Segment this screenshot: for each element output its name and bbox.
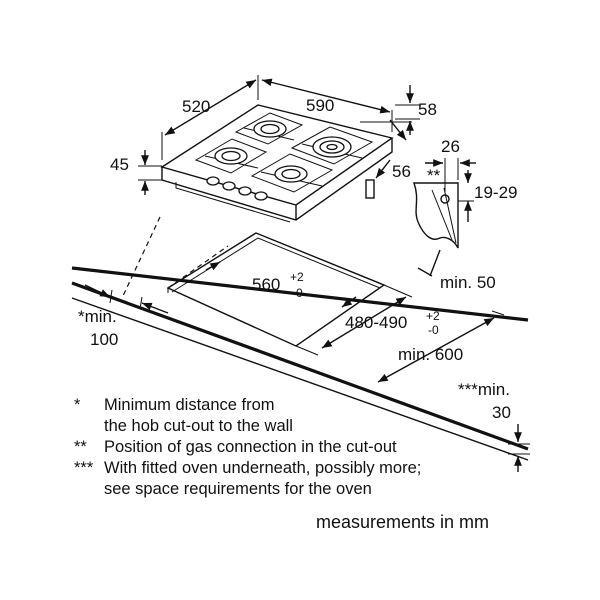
note-2-marker: ** bbox=[74, 438, 87, 456]
burner-rear-right-wok bbox=[312, 136, 352, 158]
control-knobs bbox=[206, 176, 268, 201]
dim-connection-height: 56 bbox=[392, 162, 411, 181]
burner-rear-left bbox=[253, 120, 287, 138]
gas-connection-marker bbox=[440, 194, 450, 204]
dim-cutout-width-tol-minus: -0 bbox=[292, 286, 303, 300]
burner-front-right bbox=[274, 165, 308, 183]
note-2-line-1: Position of gas connection in the cut-ou… bbox=[104, 438, 397, 456]
dim-cutout-depth-tol-minus: -0 bbox=[428, 323, 439, 337]
worktop-section-detail bbox=[413, 158, 476, 277]
dim-cutout-depth-tol-plus: +2 bbox=[426, 309, 440, 323]
worktop-dimension-lines bbox=[84, 261, 530, 472]
note-3-line-2: see space requirements for the oven bbox=[104, 480, 372, 498]
gas-connection-label: ** bbox=[427, 166, 441, 185]
dim-min-wall-value: 100 bbox=[90, 330, 118, 349]
dim-min-oven-label: ***min. bbox=[458, 380, 510, 399]
note-3-marker: *** bbox=[74, 459, 94, 477]
gas-connection-pipe bbox=[365, 179, 375, 199]
dim-gas-offset: 26 bbox=[441, 137, 460, 156]
dim-cutout-depth: 480-490 bbox=[345, 313, 407, 332]
dim-depth: 520 bbox=[182, 97, 210, 116]
dim-cutout-width: 560 bbox=[252, 275, 280, 294]
hob-drawing bbox=[160, 104, 394, 223]
footnotes: * Minimum distance from the hob cut-out … bbox=[74, 396, 421, 498]
dim-width: 590 bbox=[306, 96, 334, 115]
dim-cutout-width-value: 560 bbox=[252, 275, 280, 294]
hob-dimension-lines bbox=[138, 75, 420, 195]
note-1-marker: * bbox=[74, 396, 81, 414]
dim-glass-thickness: 58 bbox=[418, 100, 437, 119]
note-3-line-1: With fitted oven underneath, possibly mo… bbox=[104, 459, 421, 477]
units-caption: measurements in mm bbox=[316, 512, 489, 532]
burner-front-left bbox=[214, 147, 248, 165]
dim-min-worktop-depth: min. 600 bbox=[398, 345, 463, 364]
note-1-line-2: the hob cut-out to the wall bbox=[104, 417, 293, 435]
note-1-line-1: Minimum distance from bbox=[104, 396, 275, 414]
dim-worktop-thickness: 19-29 bbox=[474, 183, 517, 202]
dim-height: 45 bbox=[110, 155, 129, 174]
dim-cutout-width-tol-plus: +2 bbox=[290, 270, 304, 284]
dim-min-oven-value: 30 bbox=[492, 403, 511, 422]
dim-min-wall-label: *min. bbox=[78, 307, 117, 326]
dim-min-front: min. 50 bbox=[440, 273, 496, 292]
